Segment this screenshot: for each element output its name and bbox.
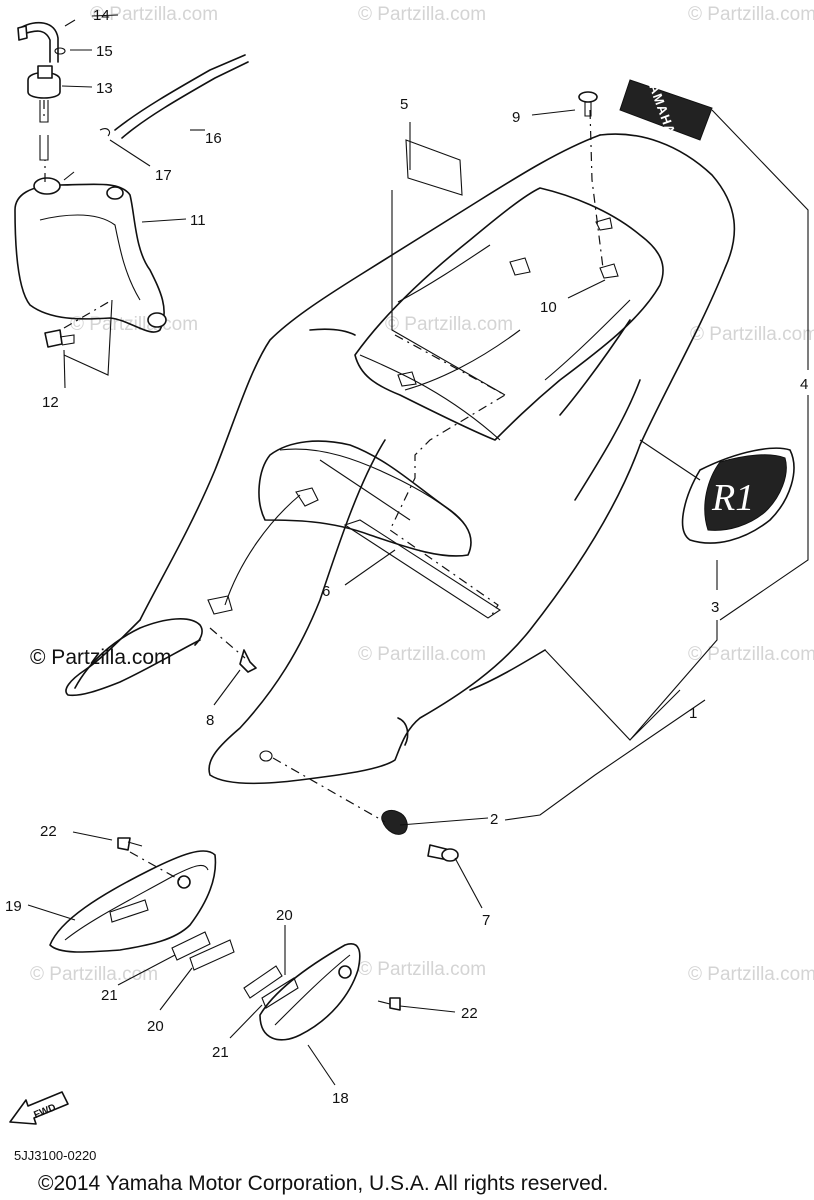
diagram-code: 5JJ3100-0220	[14, 1148, 96, 1163]
callout-21-left: 21	[101, 987, 118, 1004]
watermark-3: © Partzilla.com	[688, 4, 814, 25]
callout-2: 2	[490, 811, 498, 828]
r1-decal: R1	[681, 447, 795, 544]
callout-7: 7	[482, 912, 490, 929]
callout-11: 11	[190, 212, 206, 229]
callout-15: 15	[96, 43, 113, 60]
watermark-2: © Partzilla.com	[358, 4, 486, 25]
fwd-arrow-icon: FWD	[9, 1091, 69, 1125]
watermark-10: © Partzilla.com	[358, 959, 486, 980]
callouts: 14 15 13 16 17 11 12 5 9 10 4 3 1 2 7 6 …	[5, 7, 808, 1107]
watermark-5: © Partzilla.com	[385, 314, 513, 335]
r1-decal-text: R1	[711, 477, 754, 519]
small-labels	[171, 931, 299, 1009]
callout-13: 13	[96, 80, 113, 97]
screw-8-icon	[239, 649, 257, 673]
callout-22-left: 22	[40, 823, 57, 840]
caution-label	[405, 139, 463, 196]
screw-9-icon	[578, 91, 598, 117]
callout-20-right: 20	[276, 907, 293, 924]
side-cover-19-part	[49, 837, 217, 953]
seat-label-strip	[343, 519, 502, 619]
seat-cowl-part	[65, 133, 736, 785]
callout-22-right: 22	[461, 1005, 478, 1022]
callout-16: 16	[205, 130, 222, 147]
yamaha-decal: YAMAHA	[619, 74, 713, 141]
callout-12: 12	[42, 394, 59, 411]
callout-3: 3	[711, 599, 719, 616]
callout-18: 18	[332, 1090, 349, 1107]
watermark-11: © Partzilla.com	[688, 964, 814, 985]
callout-9: 9	[512, 109, 520, 126]
watermarks: © Partzilla.com © Partzilla.com © Partzi…	[30, 4, 814, 985]
watermark-4: © Partzilla.com	[70, 314, 198, 335]
callout-20-left: 20	[147, 1018, 164, 1035]
side-cover-18-part	[259, 943, 401, 1041]
callout-14: 14	[93, 7, 110, 24]
copyright-notice: ©2014 Yamaha Motor Corporation, U.S.A. A…	[38, 1172, 608, 1195]
callout-8: 8	[206, 712, 214, 729]
callout-17: 17	[155, 167, 172, 184]
watermark-6: © Partzilla.com	[690, 324, 814, 345]
reservoir-tank-part	[14, 21, 249, 348]
callout-6: 6	[322, 583, 330, 600]
grommet-2-icon	[381, 809, 408, 835]
screw-7-icon	[427, 844, 459, 862]
callout-1: 1	[689, 705, 697, 722]
leader-lines	[27, 14, 809, 1086]
callout-4: 4	[800, 376, 808, 393]
callout-19: 19	[5, 898, 22, 915]
watermark-9: © Partzilla.com	[30, 964, 158, 985]
watermark-8: © Partzilla.com	[688, 644, 814, 665]
callout-21-right: 21	[212, 1044, 229, 1061]
watermark-1: © Partzilla.com	[90, 4, 218, 25]
callout-5: 5	[400, 96, 408, 113]
assembly-dash-lines	[43, 100, 604, 881]
callout-10: 10	[540, 299, 557, 316]
watermark-7: © Partzilla.com	[358, 644, 486, 665]
